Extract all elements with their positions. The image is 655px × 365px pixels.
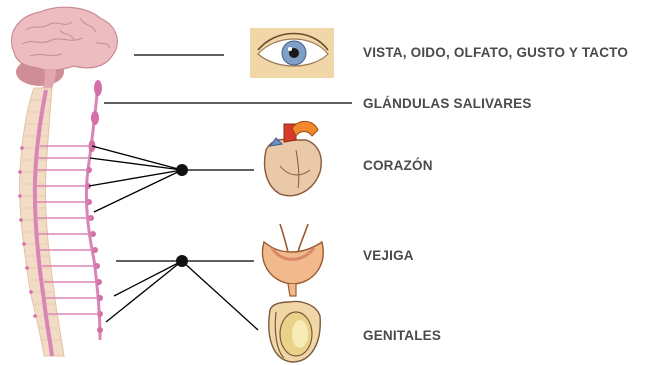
heart-fan-3 <box>89 170 182 186</box>
bladder-icon <box>262 224 323 296</box>
connector-lines <box>89 55 352 330</box>
eye-icon <box>250 28 334 78</box>
heart-fan-1 <box>92 146 182 170</box>
brain-spine-illustration <box>12 7 118 356</box>
lower-fan-3 <box>106 261 182 322</box>
genitals-icon <box>269 302 320 362</box>
brain <box>12 7 118 70</box>
heart-junction-dot <box>176 164 188 176</box>
label-senses: VISTA, OIDO, OLFATO, GUSTO Y TACTO <box>363 45 628 60</box>
heart-fan-2 <box>90 158 182 170</box>
label-bladder: VEJIGA <box>363 248 414 263</box>
vertebra-segments <box>21 100 62 340</box>
label-salivary-glands: GLÁNDULAS SALIVARES <box>363 96 532 111</box>
heart-icon <box>265 121 322 195</box>
genitals-line <box>182 261 258 330</box>
heart-fan-4 <box>94 170 182 212</box>
label-genitals: GENITALES <box>363 328 441 343</box>
lower-fan-2 <box>114 261 182 296</box>
lower-junction-dot <box>176 255 188 267</box>
label-heart: CORAZÓN <box>363 158 433 173</box>
